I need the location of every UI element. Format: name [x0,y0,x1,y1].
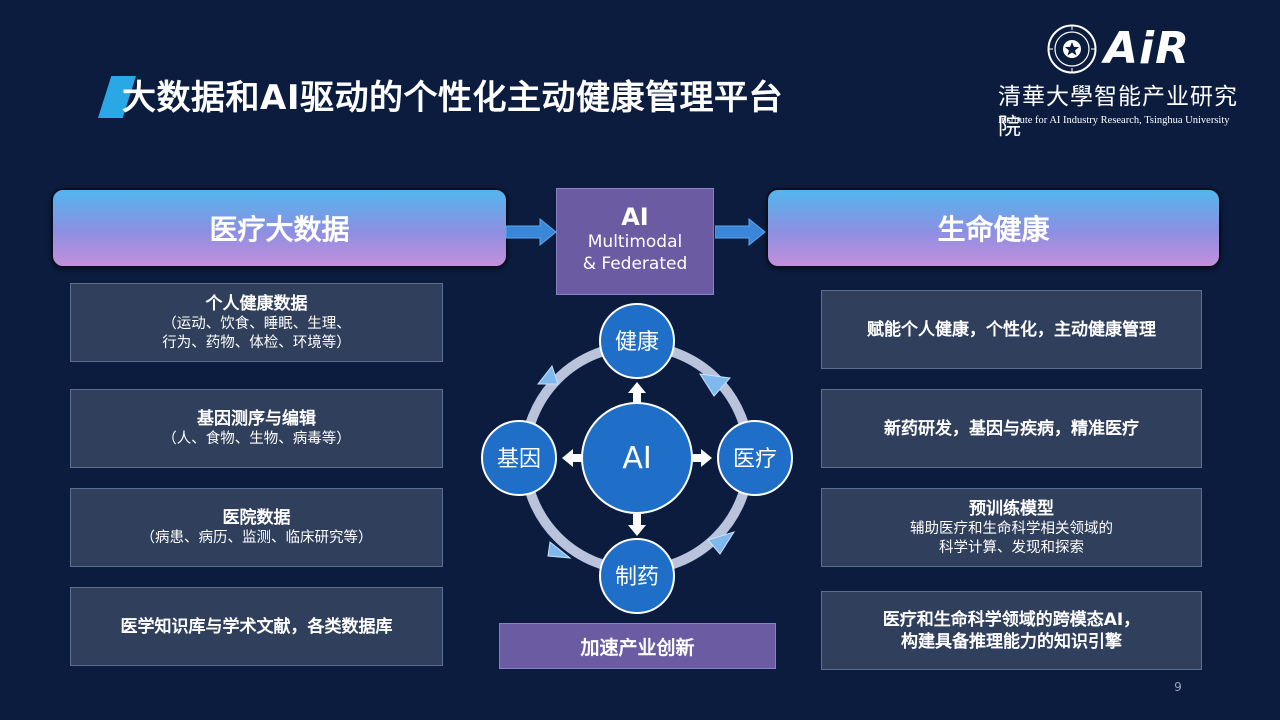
page-title: 大数据和AI驱动的个性化主动健康管理平台 [122,78,783,118]
logo-institute-cn: 清華大學智能产业研究院 [998,84,1238,140]
cycle-node-right [717,420,793,496]
cycle-label-bottom: 制药 [615,565,659,590]
card-title: 个人健康数据 [205,293,308,314]
ai-cycle-diagram: AI 健康 医疗 制药 基因 [481,303,793,614]
cycle-center-circle [581,402,693,514]
right-header-life-health: 生命健康 [766,188,1221,268]
card-title: 新药研发，基因与疾病，精准医疗 [884,418,1139,439]
right-card-drug-development: 新药研发，基因与疾病，精准医疗 [821,389,1202,468]
ai-box-title: AI [621,203,649,231]
cycle-node-top [599,303,675,379]
left-header-medical-big-data: 医疗大数据 [51,188,508,268]
logo-air-brand: AiR [1104,23,1191,74]
card-title: 医学知识库与学术文献，各类数据库 [120,616,393,637]
right-card-crossmodal-ai: 医疗和生命科学领域的跨模态AI， 构建具备推理能力的知识引擎 [821,591,1202,670]
accelerate-innovation-box: 加速产业创新 [499,623,776,669]
ai-box-line2: & Federated [582,254,688,274]
card-title: 赋能个人健康，个性化，主动健康管理 [867,319,1156,340]
right-card-pretrained-model: 预训练模型 辅助医疗和生命科学相关领域的 科学计算、发现和探索 [821,488,1202,567]
card-subtitle: 行为、药物、体检、环境等） [162,334,351,351]
left-card-hospital-data: 医院数据 （病患、病历、监测、临床研究等） [70,488,443,567]
right-card-personal-health: 赋能个人健康，个性化，主动健康管理 [821,290,1202,369]
card-title: 基因测序与编辑 [197,409,316,429]
ai-box-line1: Multimodal [587,232,683,252]
card-title: 构建具备推理能力的知识引擎 [901,631,1122,652]
card-title: 医疗和生命科学领域的跨模态AI， [882,609,1141,630]
cycle-node-left [481,420,557,496]
card-subtitle: （人、食物、生物、病毒等） [162,431,351,447]
card-subtitle: （病患、病历、监测、临床研究等） [140,530,373,546]
ai-multimodal-box: AI Multimodal & Federated [556,188,714,295]
left-card-gene-sequencing: 基因测序与编辑 （人、食物、生物、病毒等） [70,389,443,468]
card-subtitle: （运动、饮食、睡眠、生理、 [162,315,351,332]
card-subtitle: 科学计算、发现和探索 [939,539,1084,556]
page-number: 9 [1174,680,1182,694]
spoke-arrows [562,382,712,536]
cycle-center-label: AI [622,441,651,476]
cycle-arrow-icons [536,364,736,559]
left-card-personal-health-data: 个人健康数据 （运动、饮食、睡眠、生理、 行为、药物、体检、环境等） [70,283,443,362]
cycle-label-top: 健康 [615,330,659,355]
left-card-medical-knowledge: 医学知识库与学术文献，各类数据库 [70,587,443,666]
cycle-node-bottom [599,538,675,614]
logo-institute-en: Institute for AI Industry Research, Tsin… [998,115,1230,126]
arrow-right-icon [715,218,766,246]
cycle-label-left: 基因 [497,447,541,472]
card-title: 预训练模型 [969,498,1054,519]
card-title: 医院数据 [222,508,291,528]
tsinghua-emblem-icon [1047,24,1097,74]
cycle-label-right: 医疗 [733,447,777,472]
arrow-right-icon [506,218,557,246]
card-subtitle: 辅助医疗和生命科学相关领域的 [910,520,1113,537]
